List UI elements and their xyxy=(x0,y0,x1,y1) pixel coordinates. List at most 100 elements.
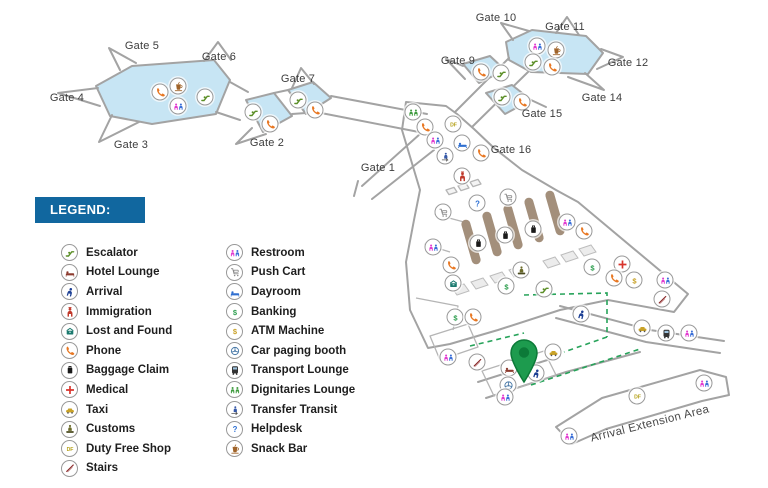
legend-item-transfer: Transfer Transit xyxy=(226,400,355,420)
gate-label-gate-6: Gate 6 xyxy=(201,51,237,63)
legend-item-restroom: Restroom xyxy=(226,243,355,263)
pushcart-icon xyxy=(434,203,452,221)
gate-label-gate-12: Gate 12 xyxy=(607,57,649,69)
phone-icon xyxy=(575,222,593,240)
baggage-icon xyxy=(469,234,487,252)
legend-item-dignitaries: Dignitaries Lounge xyxy=(226,380,355,400)
helpdesk-icon xyxy=(468,194,486,212)
legend-item-customs: Customs xyxy=(61,419,172,439)
legend-item-label: Duty Free Shop xyxy=(86,442,171,455)
restroom-icon xyxy=(424,238,442,256)
arrival-icon xyxy=(61,283,78,301)
legend-item-label: Restroom xyxy=(251,246,305,259)
taxi-icon xyxy=(544,343,562,361)
legend-item-snack: Snack Bar xyxy=(226,439,355,459)
lostfound-icon xyxy=(61,322,78,340)
legend-item-helpdesk: Helpdesk xyxy=(226,419,355,439)
immigration-icon xyxy=(61,303,78,321)
phone-icon xyxy=(472,144,490,162)
transfer-icon xyxy=(226,401,243,419)
snack-icon xyxy=(226,440,243,458)
pushcart-icon xyxy=(499,188,517,206)
restroom-icon xyxy=(560,427,578,445)
phone-icon xyxy=(605,269,623,287)
gate-label-gate-16: Gate 16 xyxy=(490,144,532,156)
dignitaries-icon xyxy=(226,381,243,399)
legend-item-label: Lost and Found xyxy=(86,325,173,338)
legend-item-label: Push Cart xyxy=(251,266,306,279)
phone-icon xyxy=(61,342,78,360)
phone-icon xyxy=(543,58,561,76)
legend-item-phone: Phone xyxy=(61,341,172,361)
transfer-icon xyxy=(436,147,454,165)
restroom-icon xyxy=(226,244,243,262)
gate-label-gate-1: Gate 1 xyxy=(360,162,396,174)
legend-item-label: Banking xyxy=(251,305,297,318)
restroom-icon xyxy=(426,131,444,149)
gate-label-gate-2: Gate 2 xyxy=(249,137,285,149)
gate-label-gate-5: Gate 5 xyxy=(124,40,160,52)
legend-item-taxi: Taxi xyxy=(61,400,172,420)
legend-item-label: Baggage Claim xyxy=(86,364,170,377)
dayroom-icon xyxy=(226,283,243,301)
legend-item-label: Medical xyxy=(86,383,129,396)
escalator-icon xyxy=(493,88,511,106)
customs-icon xyxy=(512,261,530,279)
legend-item-dayroom: Dayroom xyxy=(226,282,355,302)
location-pin-icon xyxy=(510,339,538,384)
restroom-icon xyxy=(695,374,713,392)
phone-icon xyxy=(442,256,460,274)
medical-icon xyxy=(613,255,631,273)
taxi-icon xyxy=(61,401,78,419)
gate-label-gate-15: Gate 15 xyxy=(521,108,563,120)
stairs-icon xyxy=(653,290,671,308)
transport-icon xyxy=(657,324,675,342)
phone-icon xyxy=(416,118,434,136)
restroom-icon xyxy=(496,388,514,406)
legend-item-label: Phone xyxy=(86,344,122,357)
legend-item-banking: Banking xyxy=(226,302,355,322)
restroom-icon xyxy=(558,213,576,231)
legend-item-label: Taxi xyxy=(86,403,109,416)
snack-icon xyxy=(169,77,187,95)
dignitaries-icon xyxy=(404,103,422,121)
legend-item-label: ATM Machine xyxy=(251,325,325,338)
walking-route-dashes xyxy=(469,292,641,386)
immigration-icon xyxy=(453,167,471,185)
baggage-icon xyxy=(496,226,514,244)
snack-icon xyxy=(547,41,565,59)
legend-item-label: Dayroom xyxy=(251,285,301,298)
dutyfree-icon xyxy=(444,115,462,133)
hotel-icon xyxy=(61,263,78,281)
gate-label-gate-10: Gate 10 xyxy=(475,12,517,24)
escalator-icon xyxy=(535,280,553,298)
legend-item-label: Transfer Transit xyxy=(251,403,338,416)
legend-item-immigration: Immigration xyxy=(61,302,172,322)
gate-label-gate-9: Gate 9 xyxy=(440,55,476,67)
legend-item-escalator: Escalator xyxy=(61,243,172,263)
gate-label-gate-11: Gate 11 xyxy=(545,21,585,33)
legend-title: LEGEND: xyxy=(35,197,145,223)
baggage-icon xyxy=(61,361,78,379)
transport-icon xyxy=(226,361,243,379)
arrival-extension-area-label: Arrival Extension Area xyxy=(589,403,711,445)
legend-item-pushcart: Push Cart xyxy=(226,263,355,283)
gate-label-gate-4: Gate 4 xyxy=(49,92,85,104)
legend-item-lostfound: Lost and Found xyxy=(61,321,172,341)
lostfound-icon xyxy=(444,274,462,292)
dutyfree-icon xyxy=(628,387,646,405)
phone-icon xyxy=(513,93,531,111)
legend-item-label: Customs xyxy=(86,423,136,436)
gate-label-gate-3: Gate 3 xyxy=(113,139,149,151)
banking-icon xyxy=(497,277,515,295)
legend-item-dutyfree: Duty Free Shop xyxy=(61,439,172,459)
dutyfree-icon xyxy=(61,440,78,458)
legend-item-arrival: Arrival xyxy=(61,282,172,302)
legend-item-stairs: Stairs xyxy=(61,459,172,479)
restroom-icon xyxy=(656,271,674,289)
banking-icon xyxy=(446,308,464,326)
